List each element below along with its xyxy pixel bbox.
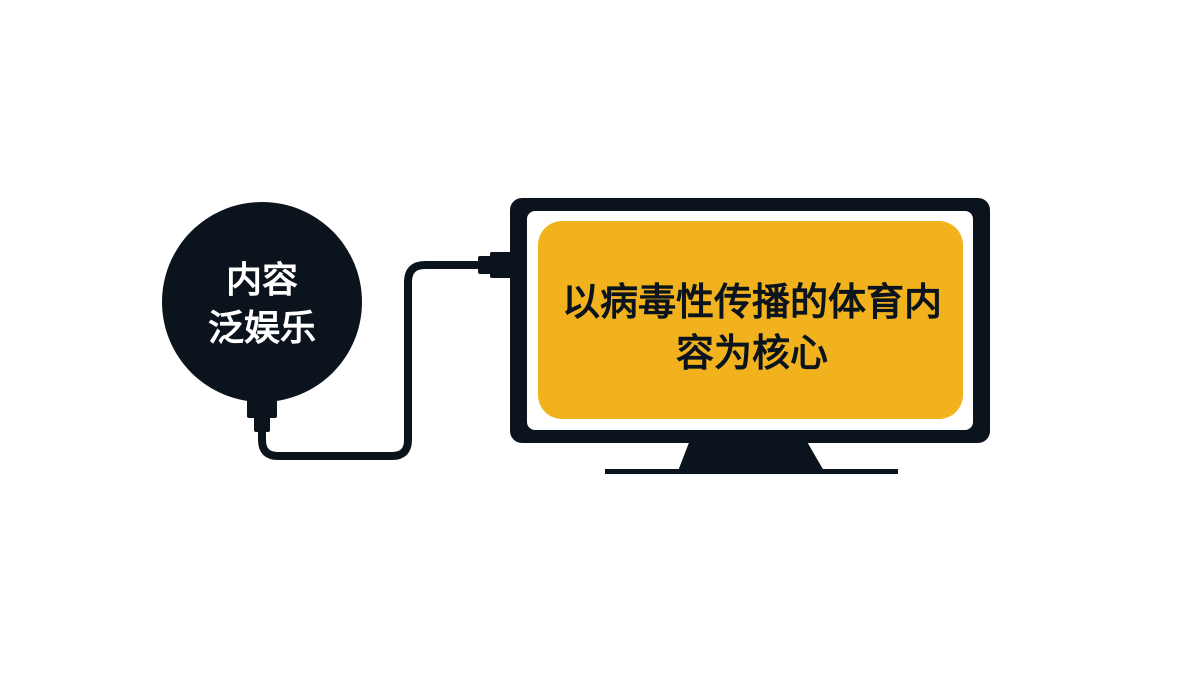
screen-label-line-1: 以病毒性传播的体育内 [562, 282, 942, 324]
plug [478, 252, 512, 278]
circle-node: 内容 泛娱乐 [162, 202, 362, 432]
circle-node-body [162, 202, 362, 402]
monitor-screen [538, 221, 963, 419]
circle-node-connector [247, 396, 277, 418]
circle-node-connector-tip [254, 416, 270, 432]
cable [258, 261, 488, 460]
monitor: 以病毒性传播的体育内 容为核心 [510, 198, 990, 474]
monitor-base [605, 469, 898, 474]
circle-node-label-line-2: 泛娱乐 [208, 307, 316, 348]
circle-node-label-line-1: 内容 [226, 259, 298, 300]
monitor-stand [678, 440, 824, 471]
screen-label-line-2: 容为核心 [676, 333, 828, 375]
